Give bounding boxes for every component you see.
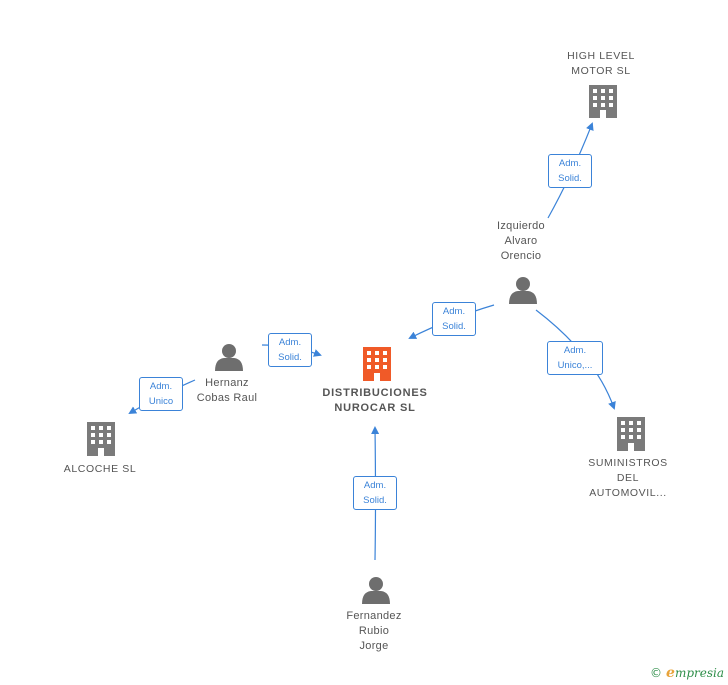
- node-label-izquierdo[interactable]: Izquierdo Alvaro Orencio: [497, 220, 545, 262]
- brand-logo: ©empresia: [650, 665, 724, 681]
- node-label-alcoche[interactable]: ALCOCHE SL: [63, 463, 137, 475]
- edge-label-fernandez-center[interactable]: Adm. Solid.: [353, 476, 397, 510]
- node-label-center[interactable]: DISTRIBUCIONES NUROCAR SL: [322, 387, 428, 414]
- building-icon-center[interactable]: [363, 347, 391, 381]
- edge-label-izquierdo-high-level[interactable]: Adm. Solid.: [548, 154, 592, 188]
- edge-label-hernanz-center[interactable]: Adm. Solid.: [268, 333, 312, 367]
- edge-label-izquierdo-suministros[interactable]: Adm. Unico,...: [547, 341, 603, 375]
- person-icon-fernandez[interactable]: [362, 577, 390, 604]
- brand-name: mpresia: [674, 666, 724, 680]
- edge-label-hernanz-alcoche[interactable]: Adm. Unico: [139, 377, 183, 411]
- node-label-hernanz[interactable]: Hernanz Cobas Raul: [196, 377, 258, 404]
- node-label-suministros[interactable]: SUMINISTROS DEL AUTOMOVIL...: [588, 457, 668, 499]
- node-label-fernandez[interactable]: Fernandez Rubio Jorge: [346, 610, 402, 652]
- building-icon-suministros[interactable]: [617, 417, 645, 451]
- brand-e: e: [666, 665, 675, 681]
- person-icon-hernanz[interactable]: [215, 344, 243, 371]
- building-icon-alcoche[interactable]: [87, 422, 115, 456]
- building-icon-high-level[interactable]: [589, 85, 617, 118]
- copyright-icon: ©: [650, 666, 663, 680]
- node-label-high-level[interactable]: HIGH LEVEL MOTOR SL: [567, 50, 635, 77]
- edge-label-izquierdo-center[interactable]: Adm. Solid.: [432, 302, 476, 336]
- person-icon-izquierdo[interactable]: [509, 277, 537, 304]
